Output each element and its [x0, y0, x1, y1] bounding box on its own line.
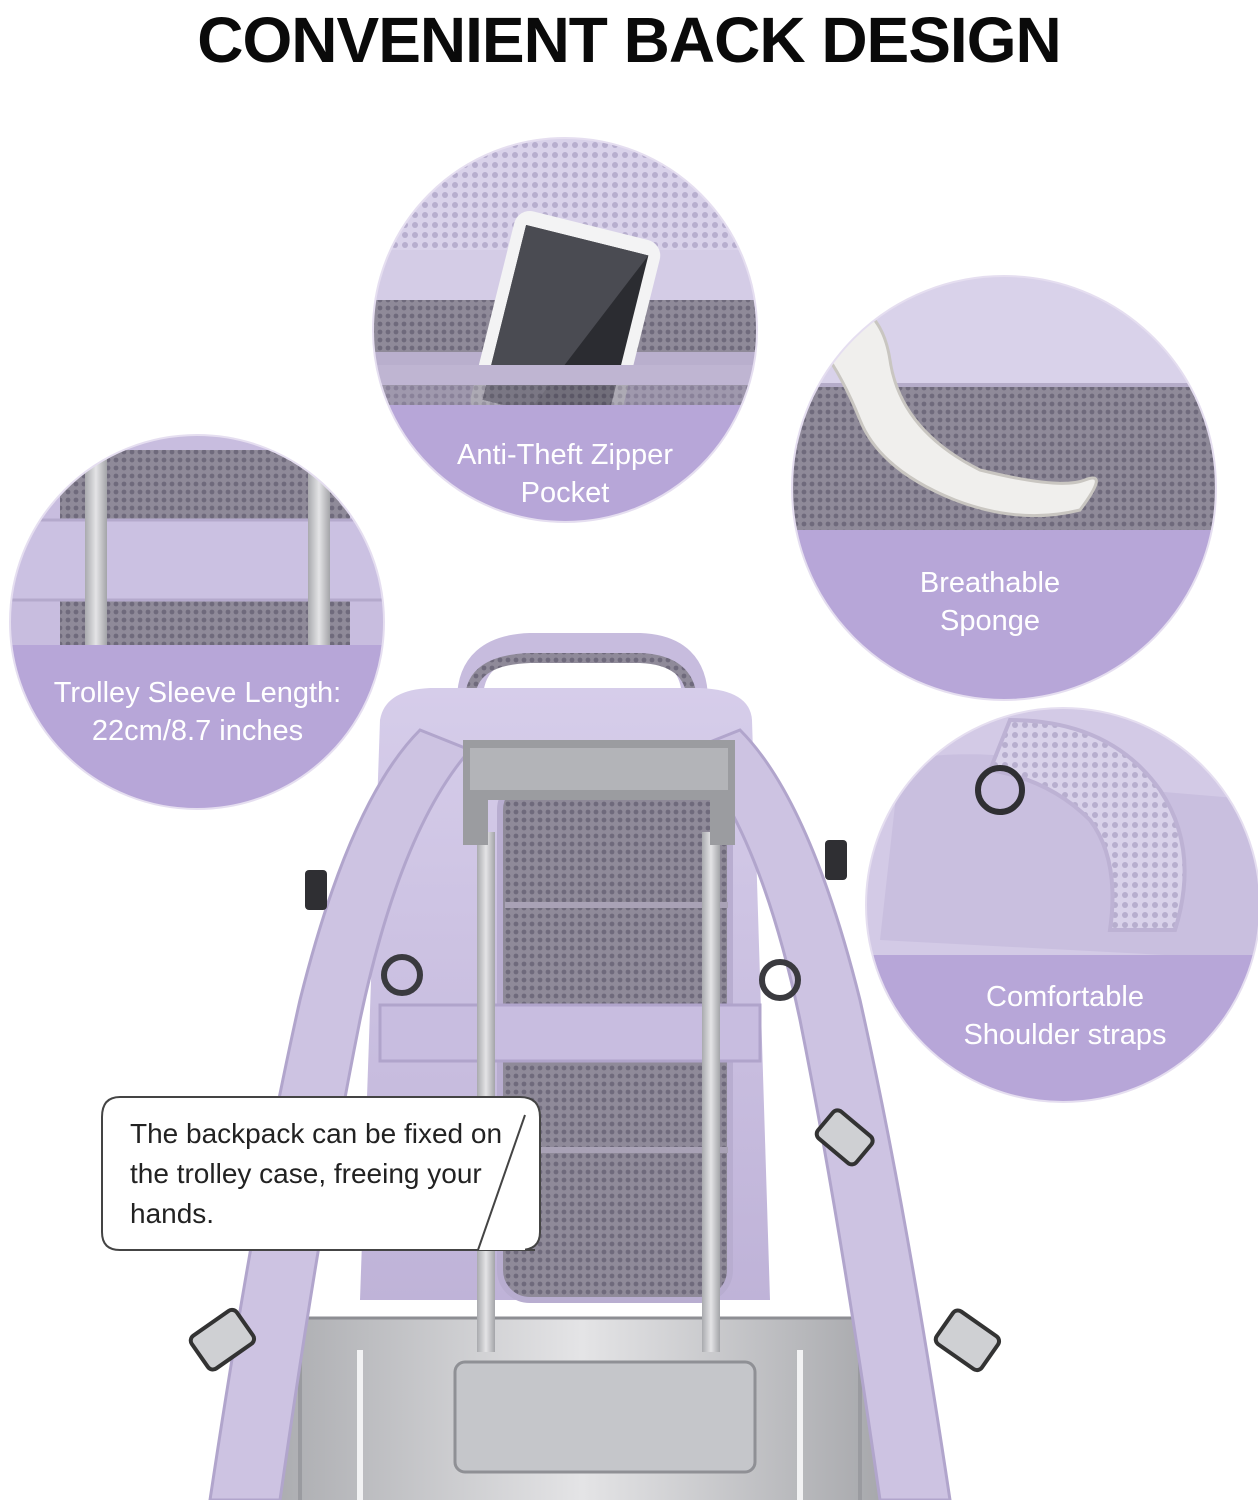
trolley-line2: 22cm/8.7 inches [91, 715, 304, 747]
shoulder-line1: Comfortable [986, 981, 1144, 1013]
feature-circle-trolley [9, 434, 385, 810]
callout-text: The backpack can be fixed on the trolley… [130, 1118, 503, 1229]
feature-circle-shoulder [865, 707, 1258, 1103]
feature-circle-breathable [791, 275, 1217, 701]
trolley-label: Trolley Sleeve Length: 22cm/8.7 inches [20, 674, 375, 750]
shoulder-label: Comfortable Shoulder straps [920, 978, 1210, 1054]
anti-theft-label: Anti-Theft Zipper Pocket [400, 436, 730, 512]
suitcase [260, 1316, 904, 1500]
breathable-line2: Sponge [940, 605, 1040, 637]
anti-theft-line1: Anti-Theft Zipper [457, 439, 673, 471]
callout-bubble [101, 1096, 541, 1251]
breathable-line1: Breathable [919, 567, 1061, 599]
shoulder-line2: Shoulder straps [963, 1019, 1167, 1051]
page-title: CONVENIENT BACK DESIGN [197, 4, 1061, 76]
trolley-line1: Trolley Sleeve Length: [53, 677, 342, 709]
anti-theft-line2: Pocket [520, 477, 610, 509]
breathable-label: Breathable Sponge [840, 564, 1140, 640]
